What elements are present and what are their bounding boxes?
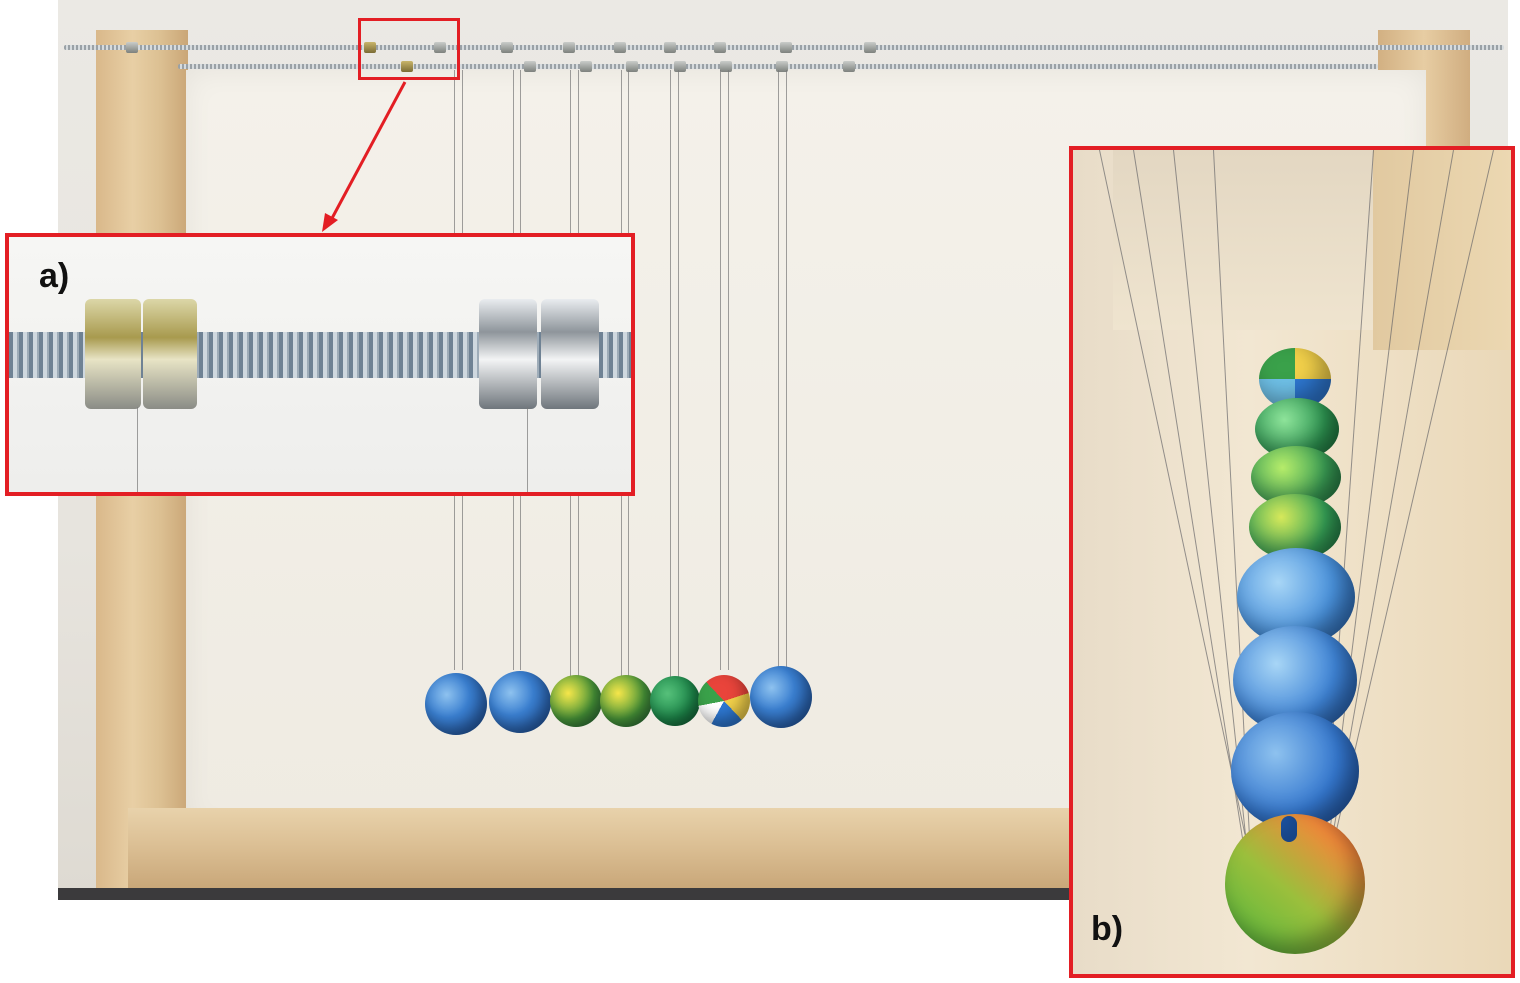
rod-nut [780,42,792,53]
rod-nut [720,61,732,72]
inset-b-endview: b) [1069,146,1515,978]
rod-nut [434,42,446,53]
rod-nut [626,61,638,72]
pendulum-ball [600,675,652,727]
pendulum-ball [425,673,487,735]
pendulum-ball [1231,712,1359,830]
pendulum-string [720,70,721,670]
inset-a-closeup: a) [5,233,635,496]
rod-nut [501,42,513,53]
pendulum-string [786,70,787,670]
rod-nut [364,42,376,53]
pendulum-string [670,70,671,680]
hanging-thread [527,407,528,492]
panel-label-a: a) [39,257,70,295]
rod-nut [563,42,575,53]
wood-side-view [1373,150,1511,350]
pendulum-ball [650,676,700,726]
rod-nut [580,61,592,72]
pushpin-icon [1281,816,1297,842]
rod-nut [524,61,536,72]
rod-nut [864,42,876,53]
rod-nut [674,61,686,72]
hex-nut [479,299,537,409]
hex-nut [541,299,599,409]
rod-nut [776,61,788,72]
rod-nut [664,42,676,53]
rod-nut [843,61,855,72]
pendulum-string [678,70,679,680]
hex-nut [143,299,197,409]
rod-nut [714,42,726,53]
rod-nut [401,61,413,72]
pendulum-string [728,70,729,670]
zoom-marker [358,18,460,80]
rod-nut [614,42,626,53]
pendulum-ball [750,666,812,728]
pendulum-ball [550,675,602,727]
hex-nut [85,299,141,409]
pendulum-string [778,70,779,670]
panel-label-b: b) [1091,910,1124,948]
pendulum-ball [489,671,551,733]
pendulum-ball [698,675,750,727]
hanging-thread [137,407,138,492]
rod-nut [126,42,138,53]
